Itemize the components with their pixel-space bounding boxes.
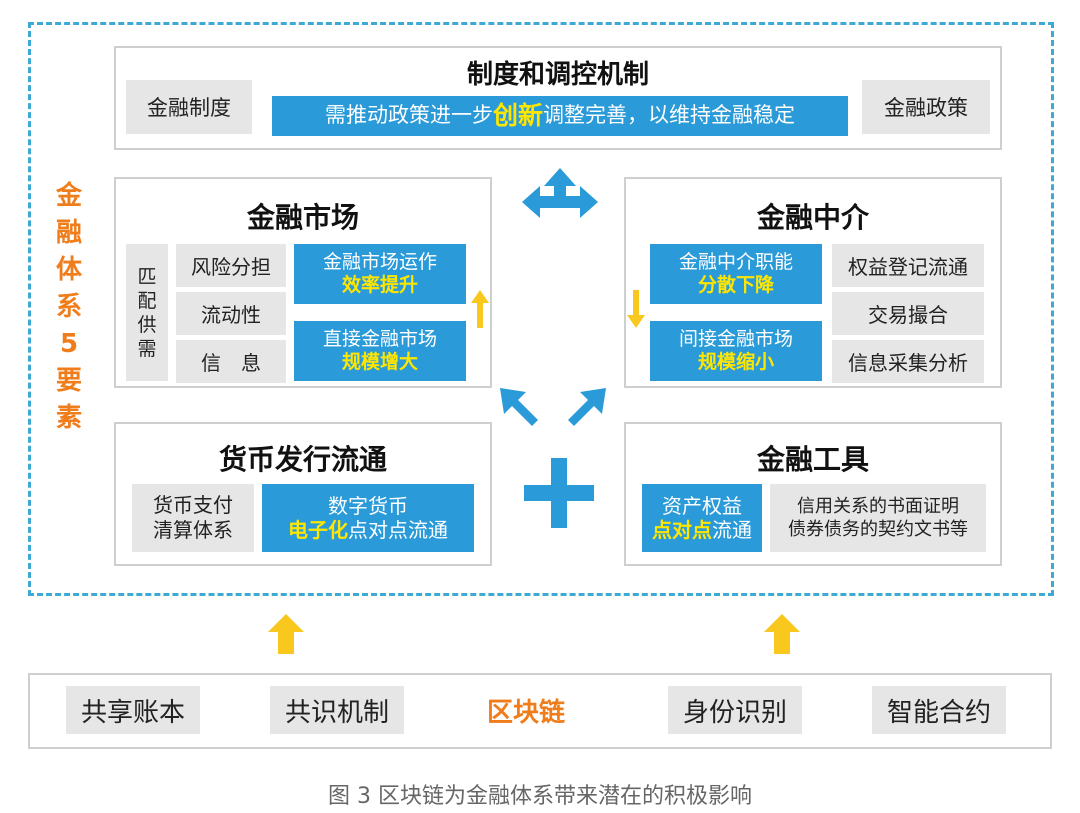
intermediary-function-line2: 分散下降 [697, 274, 774, 296]
indirect-market-line2: 规模缩小 [697, 351, 774, 373]
down-arrow-icon [627, 290, 645, 328]
up-arrow-right-icon [764, 614, 800, 654]
indirect-market-box: 间接金融市场 规模缩小 [650, 321, 822, 381]
identity-box: 身份识别 [668, 686, 802, 734]
tools-title: 金融工具 [756, 443, 869, 476]
digital-currency-emph: 电子化 [288, 518, 348, 542]
digital-currency-box: 数字货币 电子化点对点流通 [262, 484, 474, 552]
digital-currency-post: 点对点流通 [348, 518, 448, 542]
direct-market-line2: 规模增大 [341, 351, 418, 373]
match-label-char: 匹 [137, 265, 157, 288]
intermediary-function-box: 金融中介职能 分散下降 [650, 244, 822, 304]
credit-proof-line1: 信用关系的书面证明 [797, 495, 959, 517]
banner-text-pre: 需推动政策进一步 [324, 103, 493, 128]
information-box: 信 息 [176, 340, 286, 383]
side-title-char: 系 [55, 292, 82, 322]
financial-policy-box: 金融政策 [862, 80, 990, 134]
credit-proof-box: 信用关系的书面证明 债券债务的契约文书等 [770, 484, 986, 552]
direct-market-box: 直接金融市场 规模增大 [294, 321, 466, 381]
equity-registration-box: 权益登记流通 [832, 244, 984, 287]
side-title-char: 素 [55, 403, 82, 433]
asset-equity-line1: 资产权益 [662, 494, 742, 518]
match-label-char: 配 [137, 289, 157, 312]
banner-text-emph: 创新 [492, 101, 543, 130]
plus-icon [524, 458, 594, 528]
match-label-char: 需 [137, 337, 157, 360]
side-title: 金 融 体 系 5 要 素 [48, 178, 90, 437]
up-arrow-left-icon [268, 614, 304, 654]
blockchain-label: 区块链 [486, 697, 565, 728]
match-label-char: 供 [137, 313, 157, 336]
trade-matching-box: 交易撮合 [832, 292, 984, 335]
side-title-char: 融 [55, 218, 82, 248]
credit-proof-line2: 债券债务的契约文书等 [788, 519, 968, 540]
match-supply-demand-label: 匹 配 供 需 [126, 244, 168, 381]
figure-caption: 图 3 区块链为金融体系带来潜在的积极影响 [328, 784, 752, 809]
asset-equity-emph: 点对点 [652, 518, 712, 542]
direct-market-line1: 直接金融市场 [322, 328, 437, 351]
market-efficiency-line2: 效率提升 [341, 274, 418, 296]
consensus-box: 共识机制 [270, 686, 404, 734]
info-collection-box: 信息采集分析 [832, 340, 984, 383]
currency-title: 货币发行流通 [218, 443, 387, 476]
payment-clearing-box: 货币支付 清算体系 [132, 484, 254, 552]
banner-text-post: 调整完善，以维持金融稳定 [543, 103, 795, 128]
side-title-char: 金 [55, 181, 82, 211]
digital-currency-line1: 数字货币 [328, 494, 408, 518]
digital-currency-line2: 电子化点对点流通 [288, 518, 448, 542]
financial-system-box: 金融制度 [126, 80, 252, 134]
payment-clearing-line1: 货币支付 [153, 493, 233, 517]
risk-sharing-box: 风险分担 [176, 244, 286, 287]
up-arrow-icon [471, 290, 489, 328]
asset-equity-line2: 点对点流通 [652, 518, 752, 542]
smart-contract-box: 智能合约 [872, 686, 1006, 734]
side-title-char: 要 [55, 366, 82, 396]
shared-ledger-box: 共享账本 [66, 686, 200, 734]
market-efficiency-line1: 金融市场运作 [322, 251, 437, 274]
side-title-char: 5 [59, 329, 79, 359]
diagonal-arrow-left-icon [500, 388, 538, 426]
innovation-banner: 需推动政策进一步 创新 调整完善，以维持金融稳定 [272, 96, 848, 136]
liquidity-box: 流动性 [176, 292, 286, 335]
market-efficiency-box: 金融市场运作 效率提升 [294, 244, 466, 304]
side-title-char: 体 [55, 255, 82, 285]
asset-equity-post: 流通 [712, 518, 752, 542]
indirect-market-line1: 间接金融市场 [678, 328, 793, 351]
three-way-arrow-icon [522, 168, 598, 218]
diagonal-arrow-right-icon [568, 388, 606, 426]
payment-clearing-line2: 清算体系 [153, 518, 233, 542]
intermediary-title: 金融中介 [756, 201, 869, 234]
mechanism-title: 制度和调控机制 [466, 60, 649, 90]
financial-system-frame [28, 22, 1054, 596]
market-title: 金融市场 [246, 201, 359, 234]
asset-equity-box: 资产权益 点对点流通 [642, 484, 762, 552]
intermediary-function-line1: 金融中介职能 [678, 251, 793, 274]
